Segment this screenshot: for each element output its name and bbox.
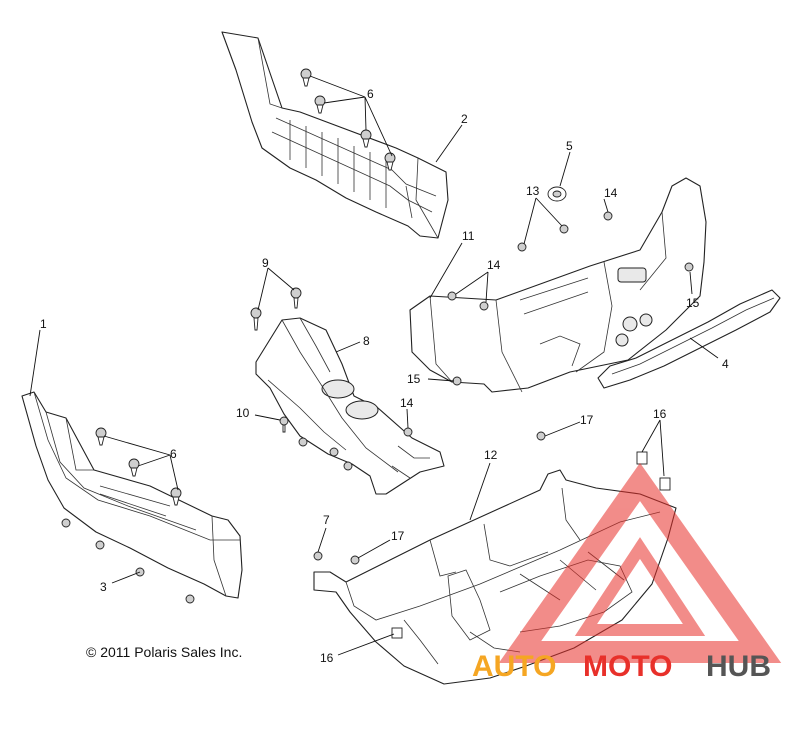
clip-6-lower-c xyxy=(170,487,182,506)
screw-3-d xyxy=(185,594,195,604)
callout-5: 5 xyxy=(566,139,573,153)
part-8-center-console xyxy=(255,317,445,495)
callout-16-lower: 16 xyxy=(320,651,334,665)
part-1-lower-rocker-panel xyxy=(21,391,243,599)
callout-15-left: 15 xyxy=(407,372,421,386)
leader-lines xyxy=(29,75,719,656)
clip-15-a xyxy=(452,376,462,386)
callout-8: 8 xyxy=(363,334,370,348)
clip-6-upper-d xyxy=(384,152,396,171)
callout-14-mid: 14 xyxy=(487,258,501,272)
clip-16-c xyxy=(391,627,403,639)
screw-10-d xyxy=(343,461,353,471)
callout-15-right: 15 xyxy=(686,296,700,310)
screw-14-mid-b xyxy=(479,301,489,311)
screw-10-c xyxy=(329,447,339,457)
callout-13: 13 xyxy=(526,184,540,198)
screw-7 xyxy=(313,551,323,561)
callout-6-upper: 6 xyxy=(367,87,374,101)
callout-7: 7 xyxy=(323,513,330,527)
clip-6-upper-a xyxy=(300,68,312,87)
screw-10-b xyxy=(298,437,308,447)
screw-17-b xyxy=(350,555,360,565)
callout-17-lower: 17 xyxy=(391,529,405,543)
callout-4: 4 xyxy=(722,357,729,371)
clip-6-lower-a xyxy=(95,427,107,446)
callout-14-console: 14 xyxy=(400,396,414,410)
screw-17-a xyxy=(536,431,546,441)
clip-16-a xyxy=(636,451,648,465)
callout-9: 9 xyxy=(262,256,269,270)
callout-16-upper: 16 xyxy=(653,407,667,421)
callout-1: 1 xyxy=(40,317,47,331)
clip-6-upper-c xyxy=(360,129,372,148)
callout-labels: 1 2 3 4 5 6 6 7 8 9 10 11 12 13 14 14 14… xyxy=(40,87,729,665)
screw-9-a xyxy=(250,307,262,331)
part-2-upper-rocker-panel xyxy=(221,31,449,239)
screw-14-upper xyxy=(603,211,613,221)
callout-2: 2 xyxy=(461,112,468,126)
screw-3-a xyxy=(61,518,71,528)
copyright-notice: © 2011 Polaris Sales Inc. xyxy=(86,644,243,660)
clip-13-a xyxy=(517,242,527,252)
screw-14-mid-a xyxy=(447,291,457,301)
part-12-floor-tub xyxy=(313,469,677,685)
clip-16-b xyxy=(659,477,671,491)
screw-3-b xyxy=(95,540,105,550)
callout-3: 3 xyxy=(100,580,107,594)
screw-10-a xyxy=(279,416,289,433)
screw-14-console xyxy=(403,427,413,437)
clip-6-upper-b xyxy=(314,95,326,114)
callout-10: 10 xyxy=(236,406,250,420)
callout-6-lower: 6 xyxy=(170,447,177,461)
part-11-floor-panel xyxy=(409,177,707,393)
callout-14-upper: 14 xyxy=(604,186,618,200)
part-4-seal-strip xyxy=(597,289,781,389)
callout-11: 11 xyxy=(462,229,475,243)
screw-9-b xyxy=(290,287,302,309)
clip-15-b xyxy=(684,262,694,272)
clip-6-lower-b xyxy=(128,458,140,477)
callout-17-upper: 17 xyxy=(580,413,594,427)
clip-13-b xyxy=(559,224,569,234)
fastener-group xyxy=(61,68,694,639)
callout-12: 12 xyxy=(484,448,498,462)
grommet-5 xyxy=(547,186,567,202)
